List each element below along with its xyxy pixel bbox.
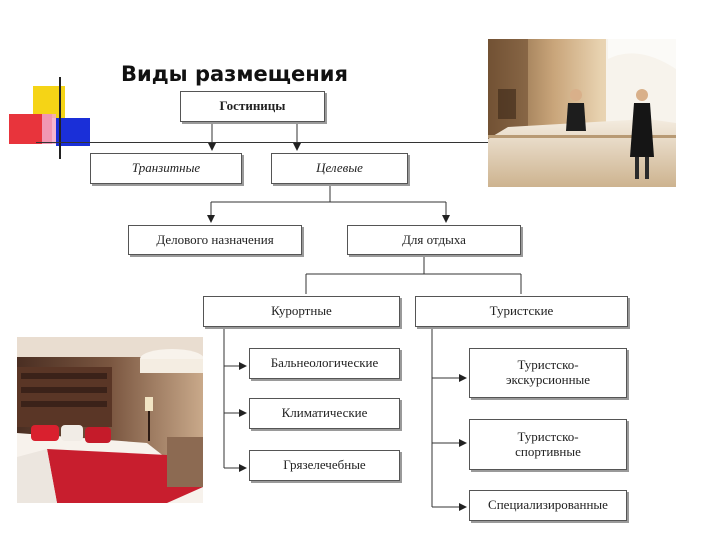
decor-vertical-line <box>59 77 61 159</box>
decor-horizontal-line <box>36 142 488 143</box>
node-tour-excursion: Туристско- экскурсионные <box>469 348 627 398</box>
node-tour-sport: Туристско- спортивные <box>469 419 627 470</box>
node-mud: Грязелечебные <box>249 450 400 481</box>
node-hotels: Гостиницы <box>180 91 325 122</box>
node-balneo-label: Бальнеологические <box>270 355 379 371</box>
hotel-reception-photo <box>488 39 676 187</box>
slide-title: Виды размещения <box>121 62 348 86</box>
decor-blue-square <box>56 118 90 146</box>
node-climatic-label: Климатические <box>281 405 368 421</box>
node-transit-label: Транзитные <box>131 160 201 176</box>
node-target-label: Целевые <box>316 160 363 176</box>
node-balneo: Бальнеологические <box>249 348 400 379</box>
node-tour-sport-line1: Туристско- <box>517 428 579 444</box>
node-leisure: Для отдыха <box>347 225 521 255</box>
hotel-room-photo <box>17 337 203 503</box>
node-resort: Курортные <box>203 296 400 327</box>
node-mud-label: Грязелечебные <box>283 457 366 473</box>
node-leisure-label: Для отдыха <box>402 231 466 247</box>
node-tour-excursion-line1: Туристско- <box>517 357 579 373</box>
node-tourist: Туристские <box>415 296 628 327</box>
node-tourist-label: Туристские <box>489 303 554 319</box>
node-target: Целевые <box>271 153 408 184</box>
node-business-label: Делового назначения <box>156 231 274 247</box>
node-business: Делового назначения <box>128 225 302 255</box>
node-specialized-label: Специализированные <box>488 497 608 513</box>
node-resort-label: Курортные <box>271 303 332 319</box>
decor-pink-square <box>42 114 56 144</box>
node-hotels-label: Гостиницы <box>219 98 286 114</box>
node-transit: Транзитные <box>90 153 242 184</box>
node-climatic: Климатические <box>249 398 400 429</box>
node-specialized: Специализированные <box>469 490 627 521</box>
node-tour-sport-line2: спортивные <box>515 443 581 459</box>
node-tour-excursion-line2: экскурсионные <box>505 372 591 387</box>
